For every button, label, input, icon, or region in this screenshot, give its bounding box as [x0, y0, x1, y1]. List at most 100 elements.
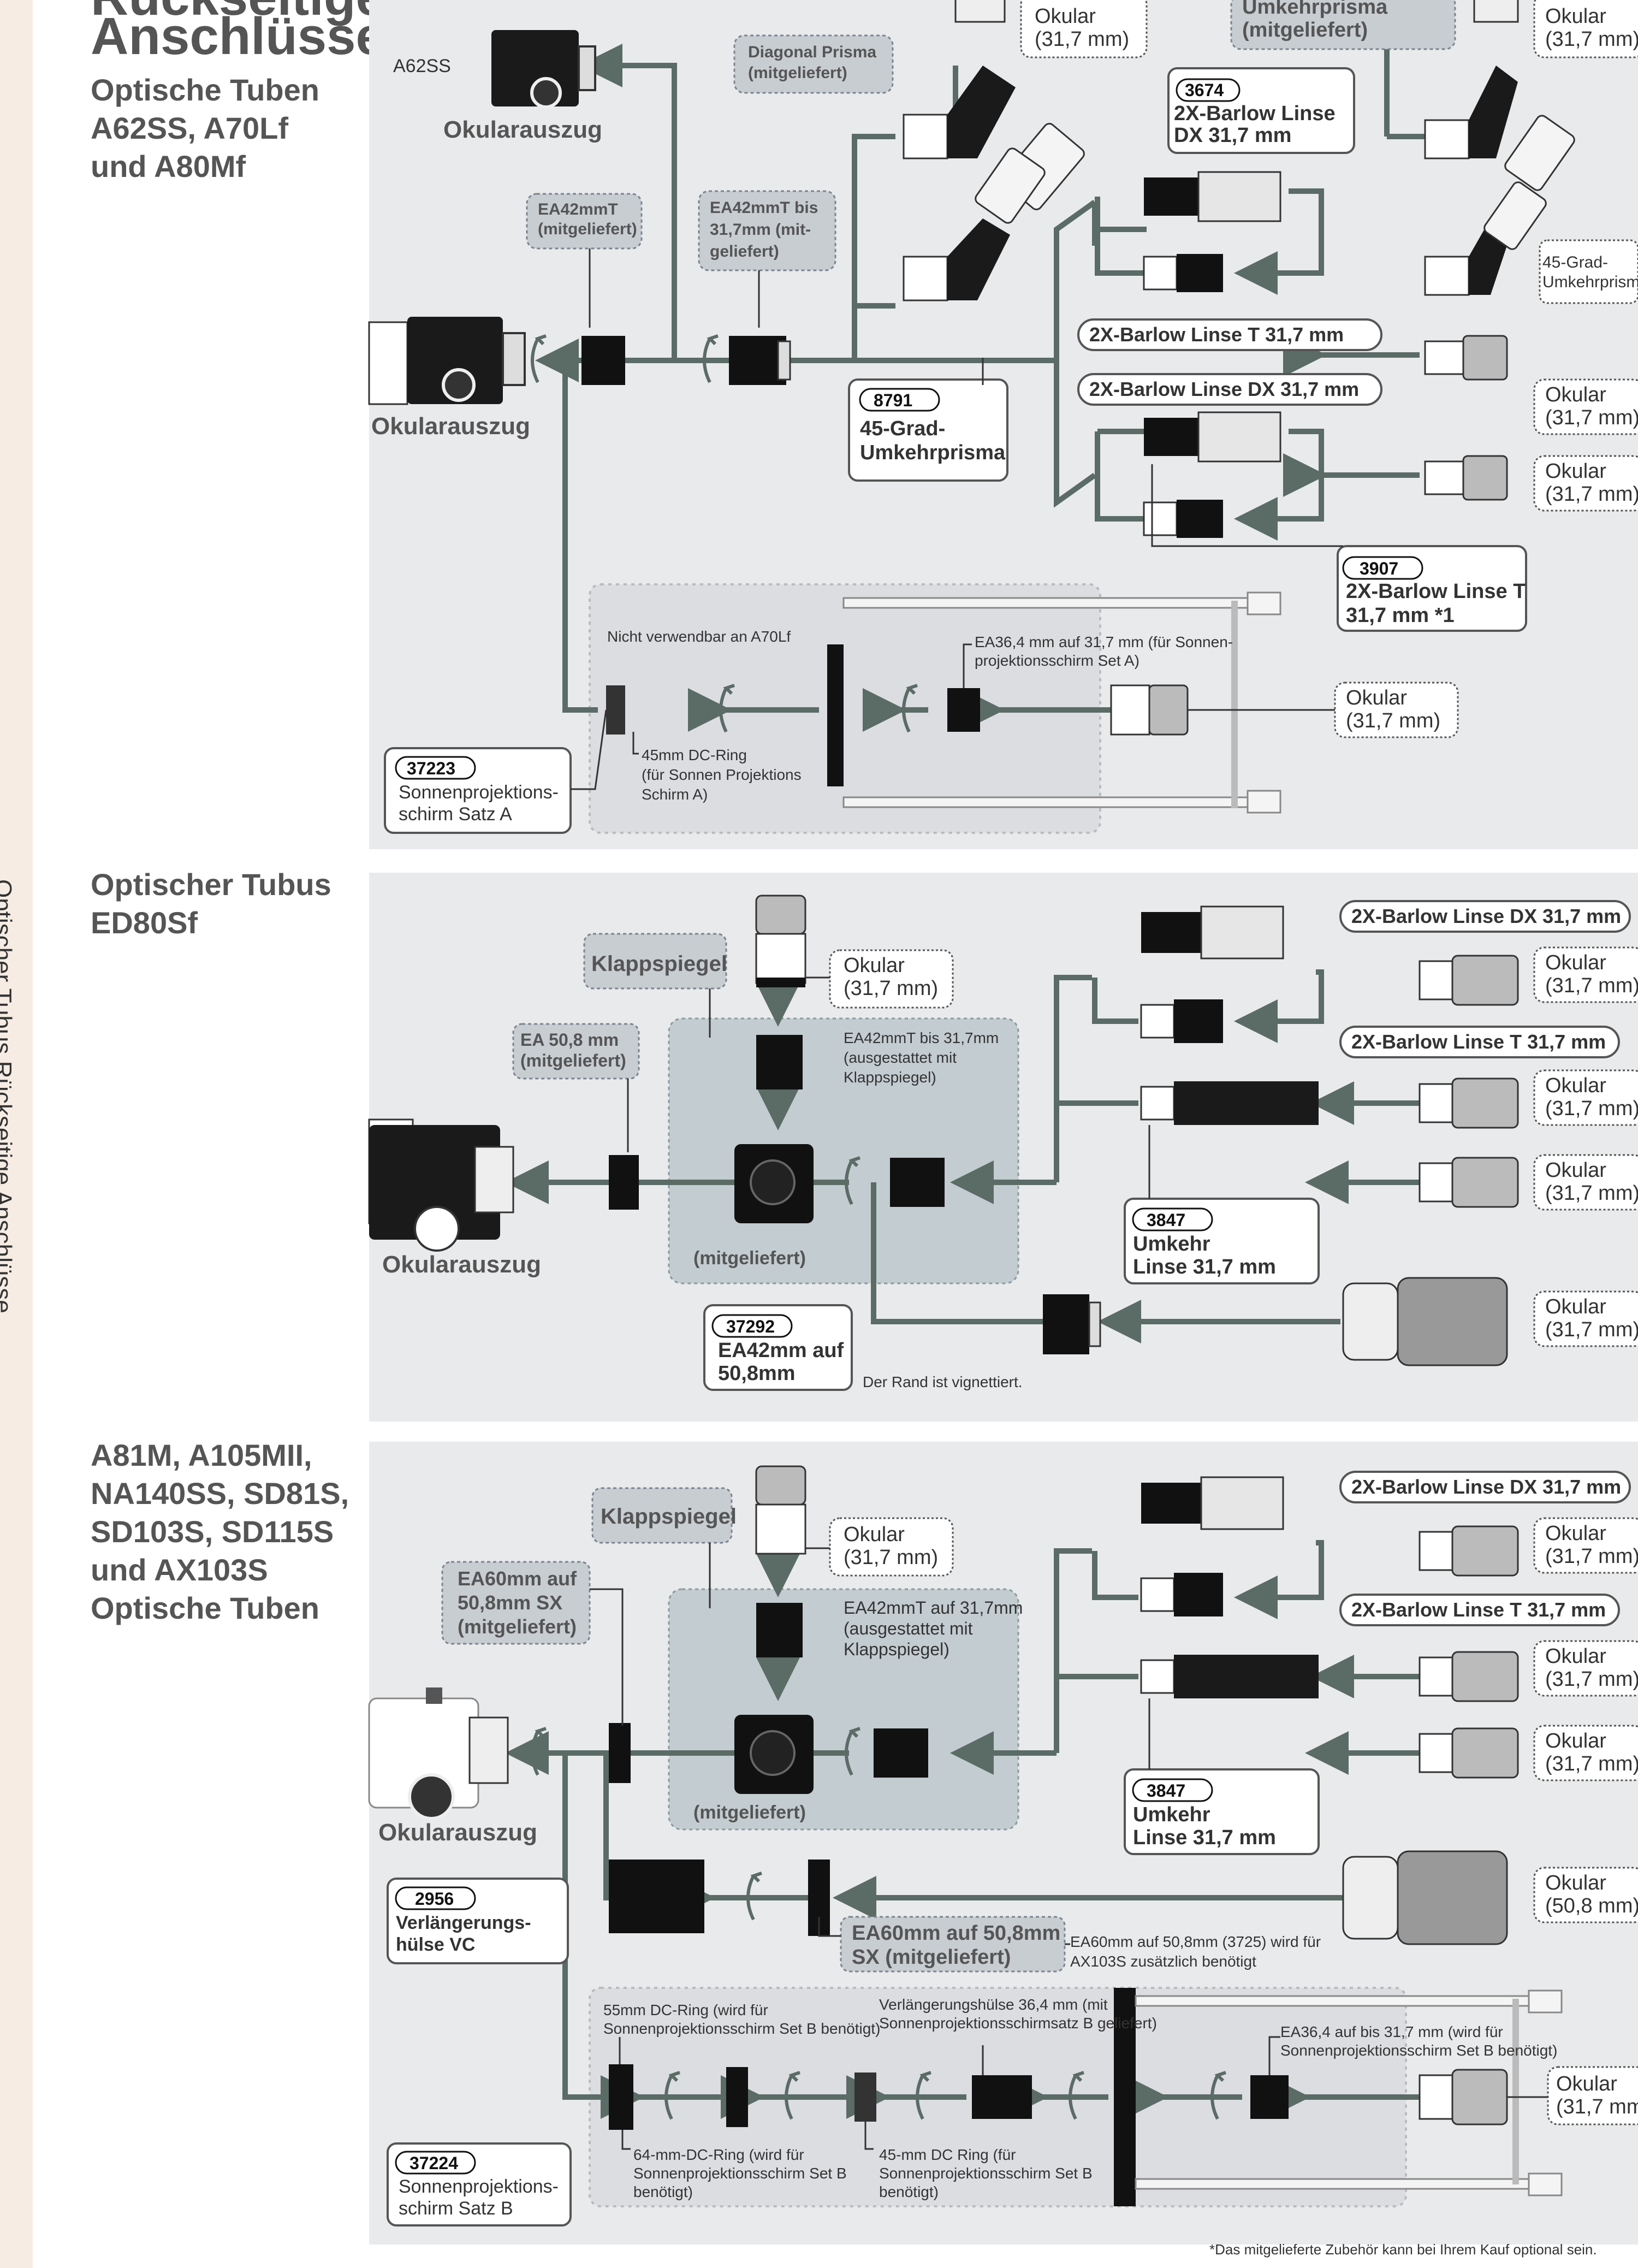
- text-line: 2X-Barlow Linse T: [1346, 580, 1526, 603]
- text-line: (31,7 mm): [1545, 483, 1638, 506]
- text-line: Okular: [1035, 5, 1096, 28]
- text-line: Okular: [1545, 1295, 1606, 1318]
- text-line: 45-Grad-: [860, 417, 945, 440]
- s1-code-8791: 8791: [874, 390, 912, 410]
- side-strip: Optischer Tubus Rückseitige Anschlüsse: [0, 0, 33, 2268]
- text-line: EA42mmT bis 31,7mm: [844, 1029, 999, 1046]
- text-line: EA60mm auf 50,8mm: [852, 1922, 1060, 1945]
- s3-okularauszug-label: Okularauszug: [378, 1819, 537, 1846]
- s2-code-3847: 3847: [1147, 1210, 1185, 1230]
- s1-okularauszug-left-body: [407, 317, 503, 404]
- text-line: (50,8 mm): [1545, 1894, 1638, 1917]
- text-line: EA60mm auf 50,8mm (3725) wird für: [1070, 1933, 1321, 1950]
- s2-okularauszug-body: [369, 1125, 500, 1240]
- s1-nicht-verwendbar: Nicht verwendbar an A70Lf: [607, 628, 791, 645]
- text-line: Verlängerungshülse 36,4 mm (mit: [879, 1996, 1108, 2013]
- s1-okularauszug-top-label: Okularauszug: [443, 116, 602, 143]
- text-line: (mitgeliefert): [748, 64, 847, 82]
- text-line: Schirm A): [642, 786, 708, 803]
- text-line: (31,7 mm): [844, 1546, 938, 1569]
- s1-barlow-dx-label: 2X-Barlow Linse DX 31,7 mm: [1089, 378, 1359, 400]
- text-line: (für Sonnen Projektions: [642, 766, 802, 783]
- s1-dc-ring: [606, 685, 625, 735]
- s2-ea508-tag: EA 50,8 mm(mitgeliefert): [520, 1030, 626, 1070]
- s1-barlow-t-label: 2X-Barlow Linse T 31,7 mm: [1089, 323, 1344, 346]
- s2-okular-r1: Okular(31,7 mm): [1545, 951, 1638, 997]
- s2-okular-r4: Okular(31,7 mm): [1545, 1295, 1638, 1341]
- text-line: (31,7 mm): [1545, 1097, 1638, 1120]
- text-line: 31,7 mm *1: [1346, 604, 1455, 627]
- text-line: Linse 31,7 mm: [1133, 1826, 1276, 1849]
- s2-code-37292: 37292: [726, 1317, 775, 1336]
- s1-barlow-dx-mid: [1144, 418, 1198, 456]
- text-line: Okular: [1545, 1872, 1606, 1894]
- s1-okular-r2: Okular(31,7 mm): [1545, 460, 1638, 506]
- s3-barlow-t-label: 2X-Barlow Linse T 31,7 mm: [1351, 1598, 1606, 1621]
- text-line: SX (mitgeliefert): [852, 1946, 1011, 1969]
- s3-barlow-dx-label: 2X-Barlow Linse DX 31,7 mm: [1351, 1476, 1621, 1498]
- s2-barlow-t-label: 2X-Barlow Linse T 31,7 mm: [1351, 1031, 1606, 1053]
- s2-barlow-dx-label: 2X-Barlow Linse DX 31,7 mm: [1351, 905, 1621, 927]
- text-line: (31,7 mm): [1545, 974, 1638, 997]
- text-line: Sonnenprojektionsschirm Set B benötigt): [1280, 2042, 1557, 2059]
- s3-code-37224: 37224: [410, 2153, 458, 2173]
- s2-klappspiegel-tag: Klappspiegel: [591, 952, 727, 976]
- text-line: (mitgeliefert): [520, 1051, 626, 1070]
- s2-vignette-note: Der Rand ist vignettiert.: [863, 1373, 1023, 1390]
- text-line: Okular: [1346, 686, 1407, 709]
- section2-title: Optischer Tubus ED80Sf: [91, 867, 331, 940]
- section3-title: A81M, A105MII, NA140SS, SD81S, SD103S, S…: [91, 1438, 349, 1625]
- text-line: Sonnenprojektionsschirm Set B: [633, 2165, 847, 2182]
- s1-okularauszug-left-label: Okularauszug: [371, 413, 530, 440]
- s3-extension-tube: [609, 1860, 704, 1933]
- s1-texts: A62SS Okularauszug Okularauszug Diagonal…: [371, 0, 1638, 825]
- s2-mitgeliefert: (mitgeliefert): [693, 1248, 806, 1269]
- text-line: (mitgeliefert): [1242, 19, 1368, 42]
- s1-ea42-317-adapter: [729, 336, 786, 385]
- text-line: Linse 31,7 mm: [1133, 1256, 1276, 1278]
- text-line: Okular: [1545, 1645, 1606, 1668]
- text-line: DX 31,7 mm: [1174, 124, 1291, 147]
- s1-diag-prisma-tag: Diagonal Prisma (mitgeliefert): [748, 43, 876, 82]
- text-line: EA42mmT auf 31,7mm: [844, 1598, 1023, 1618]
- text-line: benötigt): [633, 2183, 693, 2200]
- text-line: (31,7 mm): [1545, 1318, 1638, 1341]
- text-line: Diagonal Prisma: [748, 43, 876, 61]
- text-line: benötigt): [879, 2183, 939, 2200]
- s2-texts: Klappspiegel Okular(31,7 mm) EA 50,8 mm(…: [382, 905, 1638, 1390]
- text-line: Okular: [1545, 460, 1606, 483]
- header-line1: Rückseitige: [91, 0, 385, 23]
- text-line: Umkehr: [1133, 1233, 1210, 1256]
- text-line: (31,7 mm): [1545, 1668, 1638, 1691]
- s3-okular-sun: Okular(31,7 mm): [1556, 2072, 1638, 2118]
- text-line: EA60mm auf: [458, 1567, 577, 1590]
- s3-box-37224-text: Sonnenprojektions-schirm Satz B: [399, 2176, 559, 2219]
- text-line: (mitgeliefert): [538, 220, 637, 238]
- s2-okular-top: Okular(31,7 mm): [844, 954, 938, 1000]
- s1-okular-sun: Okular(31,7 mm): [1346, 686, 1440, 732]
- s1-code-3674: 3674: [1185, 80, 1224, 100]
- text-line: Okular: [1545, 1522, 1606, 1545]
- text-line: EA42mmT bis: [710, 199, 818, 217]
- text-line: Verlängerungs-: [396, 1912, 531, 1933]
- text-line: 45mm DC-Ring: [642, 747, 747, 763]
- s1-barlow-dx-top: [1144, 177, 1198, 216]
- text-line: Sonnenprojektionsschirmsatz B geliefert): [879, 2015, 1157, 2032]
- text-line: Okular: [1545, 1730, 1606, 1752]
- text-line: schirm Satz A: [399, 804, 512, 825]
- s1-tags: [384, 0, 1638, 834]
- text-line: Umkehr: [1133, 1803, 1210, 1826]
- s3-okular-508: Okular(50,8 mm): [1545, 1872, 1638, 1917]
- text-line: Klappspiegel): [844, 1069, 936, 1086]
- text-line: EA36,4 auf bis 31,7 mm (wird für: [1280, 2023, 1503, 2040]
